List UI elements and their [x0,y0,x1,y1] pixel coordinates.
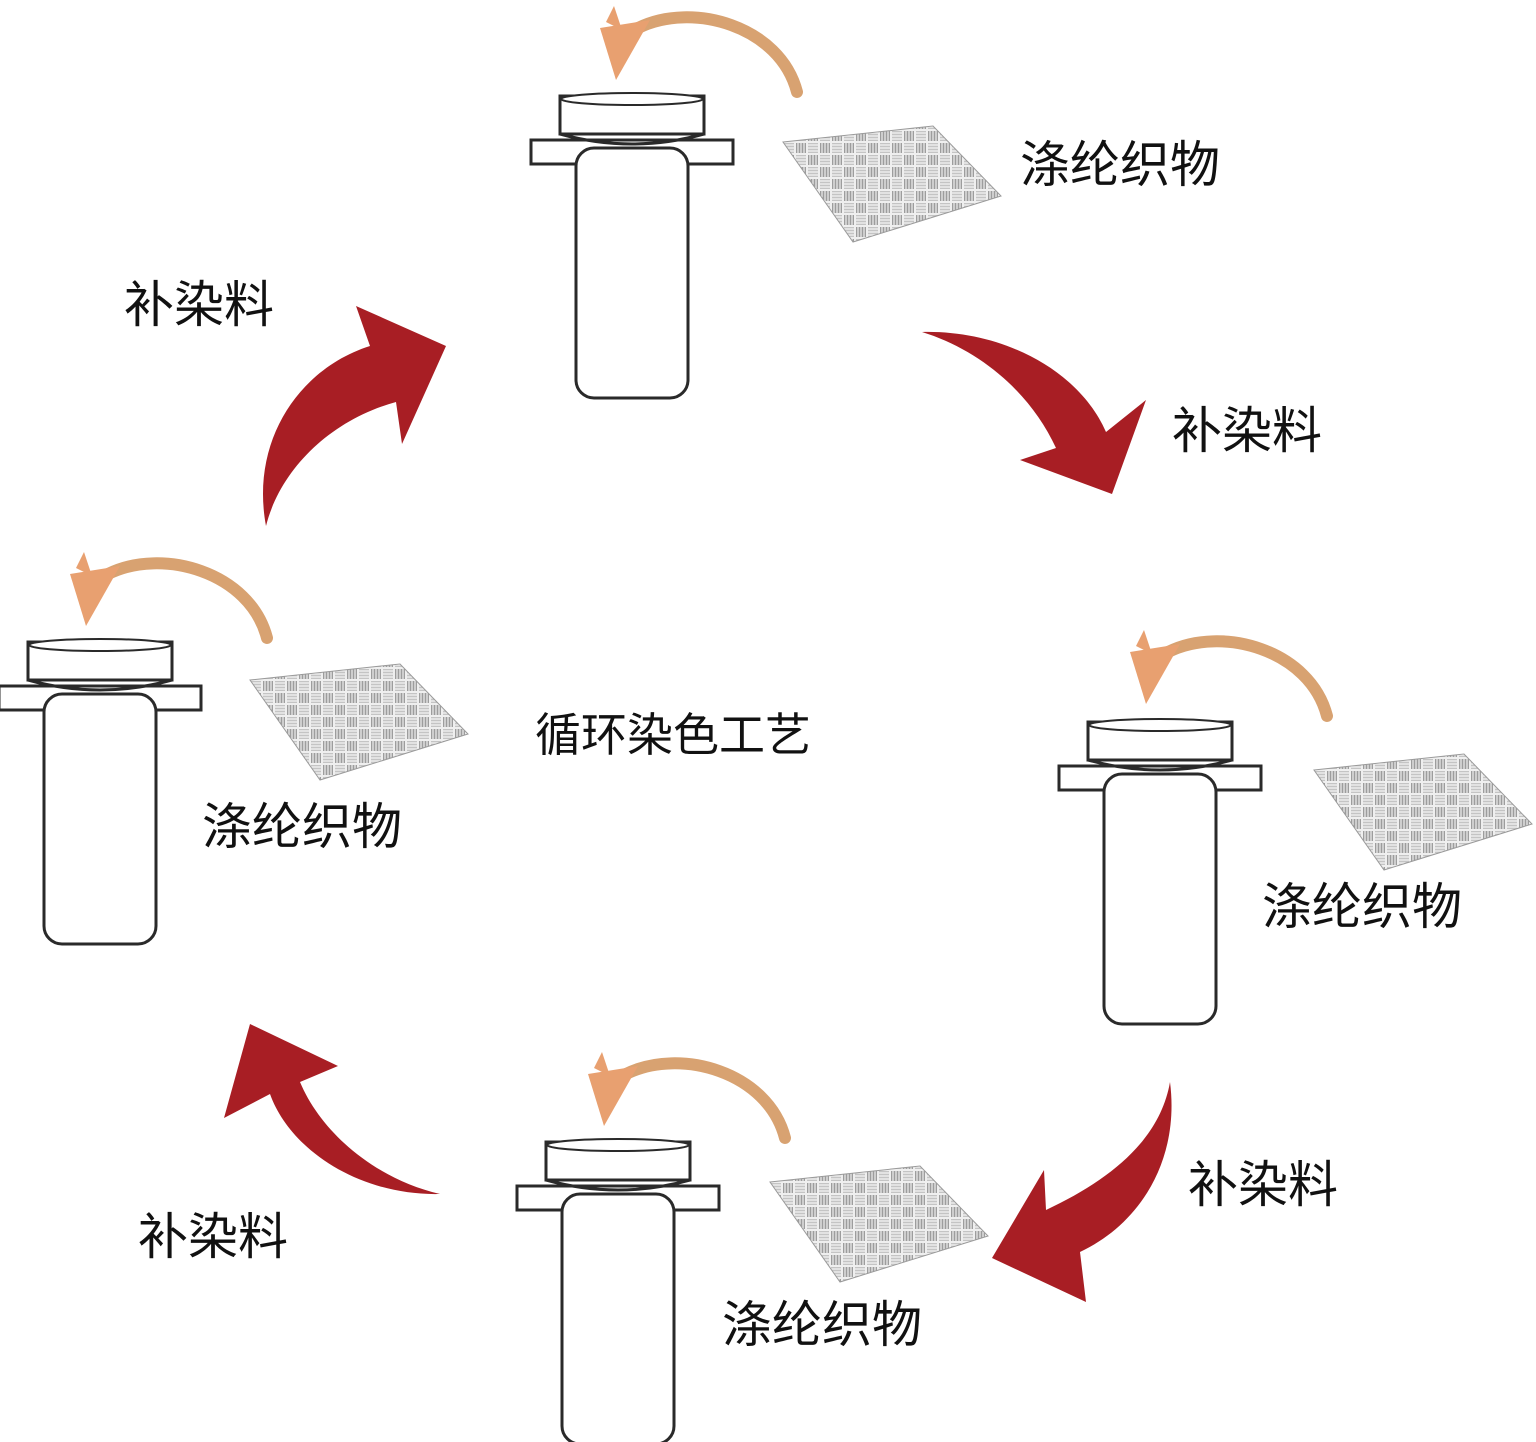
center-title: 循环染色工艺 [535,708,811,762]
station-right [1057,630,1533,1026]
dye-label-right-bottom: 补染料 [1188,1156,1338,1214]
polyester-fabric [249,663,469,781]
station-bottom [515,1052,989,1442]
dye-vessel [0,637,203,946]
dye-vessel [529,91,735,400]
fabric-label-right: 涤纶织物 [1262,878,1462,936]
cycle-arrow-right-bottom [992,1082,1172,1302]
station-top [529,6,1002,400]
station-left [0,552,469,946]
dye-label-left-top: 补染料 [124,276,274,334]
cycle-arrow-top-right [922,331,1146,494]
dye-label-bottom-left: 补染料 [138,1208,288,1266]
dye-vessel [515,1137,721,1442]
dye-label-top-right: 补染料 [1172,402,1322,460]
cycle-arrow-bottom-left [224,1024,440,1195]
polyester-fabric [1313,753,1533,871]
fabric-label-bottom: 涤纶织物 [722,1296,922,1354]
load-arrow [600,6,797,92]
load-arrow [70,552,267,638]
dye-vessel [1057,717,1263,1026]
polyester-fabric [782,125,1002,243]
load-arrow [1130,630,1327,716]
cycle-arrow-left-top [263,306,446,526]
load-arrow [588,1052,785,1138]
polyester-fabric [769,1165,989,1283]
fabric-label-top: 涤纶织物 [1020,136,1220,194]
fabric-label-left: 涤纶织物 [202,798,402,856]
